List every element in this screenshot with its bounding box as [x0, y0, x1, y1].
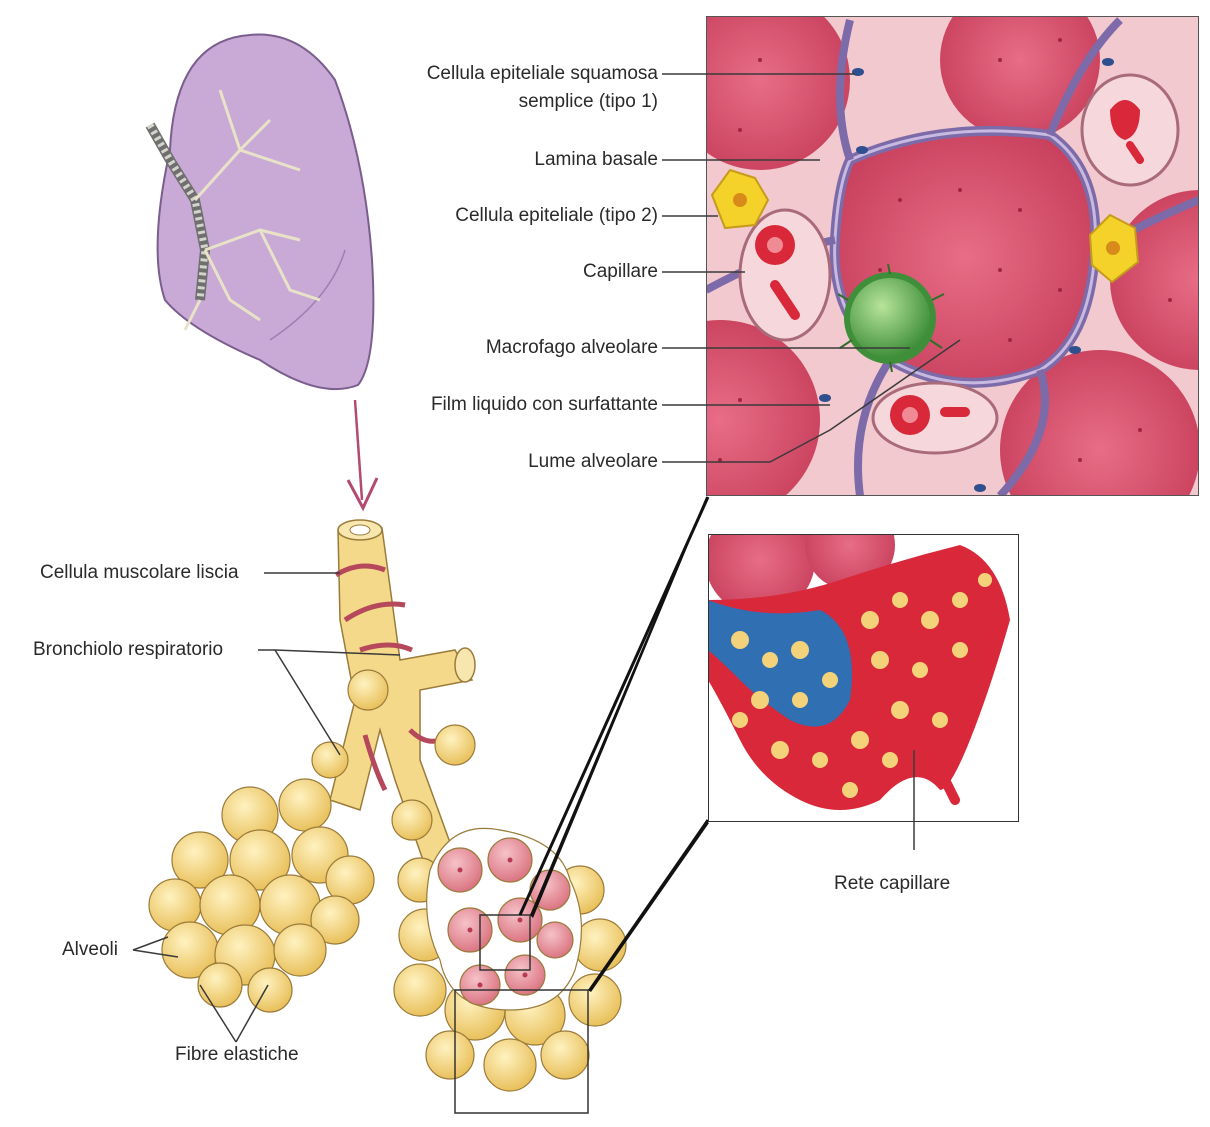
label-squamous-line2: semplice (tipo 1)	[518, 91, 658, 112]
label-elastic-fibers: Fibre elastiche	[175, 1044, 299, 1065]
label-resp-bronchiole: Bronchiolo respiratorio	[33, 639, 224, 660]
label-type2-cell: Cellula epiteliale (tipo 2)	[455, 205, 658, 226]
leader-lines	[132, 73, 961, 1043]
type2-cell-left	[710, 168, 770, 230]
label-alveolar-lumen: Lume alveolare	[528, 451, 658, 472]
label-capillary-network: Rete capillare	[834, 873, 951, 894]
capillary-upper-right	[1080, 73, 1180, 187]
alveolus-detail-inset	[706, 16, 1199, 496]
type2-cell-right	[1088, 213, 1140, 284]
alveoli-cluster-left	[148, 778, 375, 1013]
capillary-left	[738, 208, 832, 342]
label-squamous-line1: Cellula epiteliale squamosa	[426, 63, 658, 84]
capillary-network-inset	[708, 534, 1019, 822]
macrophage	[837, 263, 945, 373]
lung	[145, 33, 375, 391]
label-squamous-cell: Cellula epiteliale squamosa semplice (ti…	[427, 62, 658, 114]
label-smooth-muscle: Cellula muscolare liscia	[40, 562, 239, 583]
alveoli-cluster-right	[393, 827, 627, 1092]
label-basal-lamina: Lamina basale	[534, 149, 658, 170]
zoom-box-large	[454, 989, 589, 1114]
label-capillary: Capillare	[583, 261, 658, 282]
label-alveoli: Alveoli	[62, 939, 118, 960]
bronchiole-tree	[311, 519, 476, 881]
label-macrophage: Macrofago alveolare	[485, 337, 658, 358]
zoom-box-small	[479, 914, 531, 971]
capillary-bottom	[871, 381, 999, 455]
label-surfactant-film: Film liquido con surfattante	[430, 394, 658, 415]
down-arrow-icon	[346, 399, 379, 512]
